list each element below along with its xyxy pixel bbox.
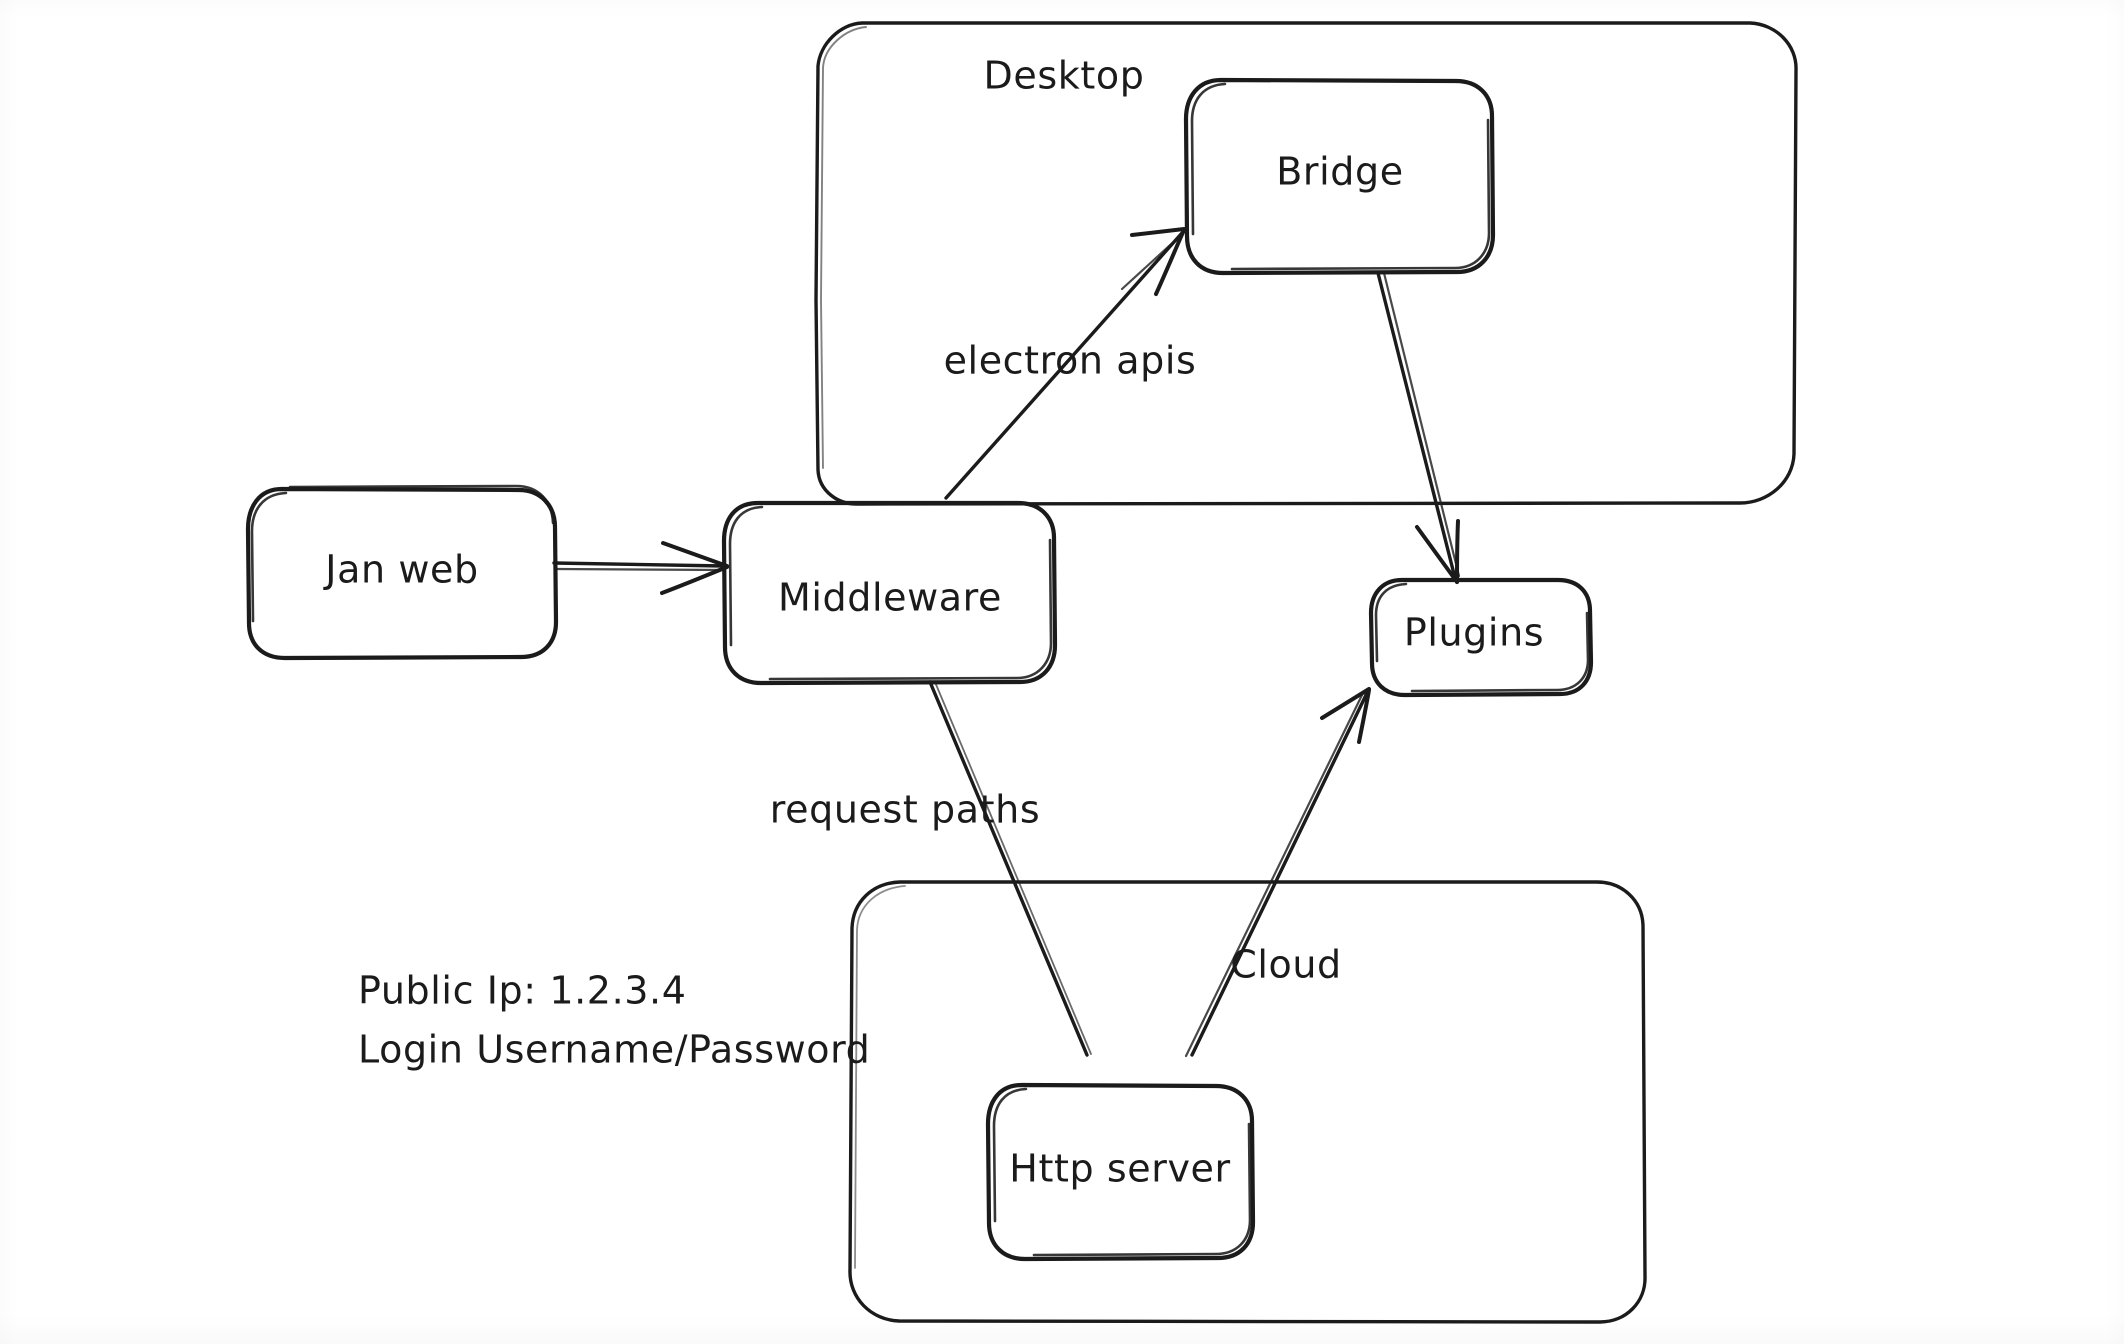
note-public-ip: Public Ip: 1.2.3.4 bbox=[358, 969, 687, 1013]
arrowhead-right bbox=[1455, 519, 1460, 584]
edge-label-electron-apis: electron apis bbox=[944, 339, 1197, 383]
edge-line-sketch-pass bbox=[554, 567, 724, 572]
arrowhead-right bbox=[1357, 688, 1371, 744]
edge-line bbox=[944, 231, 1184, 500]
desktop-container-outline bbox=[814, 21, 1798, 506]
middleware-box-sketch-pass bbox=[728, 505, 1053, 681]
edge-line bbox=[1190, 691, 1369, 1057]
arrowhead-lower bbox=[1154, 228, 1186, 296]
arrowhead-left bbox=[1415, 525, 1459, 584]
cloud-container-sketch-pass bbox=[854, 885, 906, 1269]
node-jan-web[interactable]: Jan web bbox=[245, 484, 559, 661]
arrowhead-upper bbox=[661, 541, 729, 568]
arrowhead-lower bbox=[660, 565, 729, 595]
arrowhead-left bbox=[1320, 687, 1371, 720]
jan-web-label: Jan web bbox=[323, 548, 478, 592]
desktop-container-sketch-pass bbox=[820, 26, 867, 469]
bridge-box-sketch-pass bbox=[1190, 82, 1491, 271]
jan-web-box-sketch-pass bbox=[250, 484, 555, 623]
http-server-label: Http server bbox=[1009, 1147, 1230, 1191]
node-bridge[interactable]: Bridge bbox=[1183, 77, 1496, 276]
edge-label-cloud: Cloud bbox=[1230, 943, 1342, 987]
notes-block: Public Ip: 1.2.3.4 Login Username/Passwo… bbox=[358, 969, 870, 1072]
cloud-container-outline bbox=[848, 880, 1647, 1324]
note-login: Login Username/Password bbox=[358, 1028, 870, 1072]
edge-jan-web-to-middleware[interactable] bbox=[552, 541, 729, 595]
edge-middleware-to-bridge[interactable]: electron apis bbox=[944, 227, 1197, 500]
node-http-server[interactable]: Http server bbox=[985, 1082, 1256, 1262]
edge-line-sketch-pass bbox=[934, 681, 1092, 1055]
plugins-box-sketch-pass bbox=[1374, 582, 1590, 693]
edge-line-sketch-pass bbox=[1184, 691, 1365, 1058]
edge-label-request-paths: request paths bbox=[770, 788, 1041, 832]
http-server-box-sketch-pass bbox=[992, 1087, 1252, 1257]
edge-line-sketch-pass bbox=[1120, 234, 1182, 291]
edge-line bbox=[1376, 271, 1457, 580]
container-desktop[interactable]: Desktop bbox=[814, 21, 1798, 506]
container-cloud[interactable] bbox=[848, 880, 1647, 1324]
plugins-label: Plugins bbox=[1404, 611, 1544, 655]
bridge-box bbox=[1183, 77, 1496, 276]
arrowhead-upper bbox=[1130, 227, 1186, 237]
edge-line-sketch-pass bbox=[1382, 271, 1461, 578]
bridge-label: Bridge bbox=[1276, 150, 1403, 194]
plugins-box bbox=[1368, 577, 1594, 698]
edge-bridge-to-plugins[interactable] bbox=[1376, 271, 1461, 584]
edge-httpserver-to-plugins[interactable]: Cloud bbox=[1184, 687, 1371, 1058]
node-plugins[interactable]: Plugins bbox=[1368, 577, 1594, 698]
desktop-container-label: Desktop bbox=[984, 54, 1145, 98]
edge-line bbox=[928, 680, 1089, 1057]
http-server-box bbox=[985, 1082, 1256, 1262]
edge-middleware-to-httpserver[interactable]: request paths bbox=[770, 680, 1092, 1057]
middleware-label: Middleware bbox=[778, 576, 1002, 620]
node-middleware[interactable]: Middleware bbox=[721, 500, 1058, 686]
edge-line bbox=[552, 561, 726, 568]
middleware-box bbox=[721, 500, 1058, 686]
